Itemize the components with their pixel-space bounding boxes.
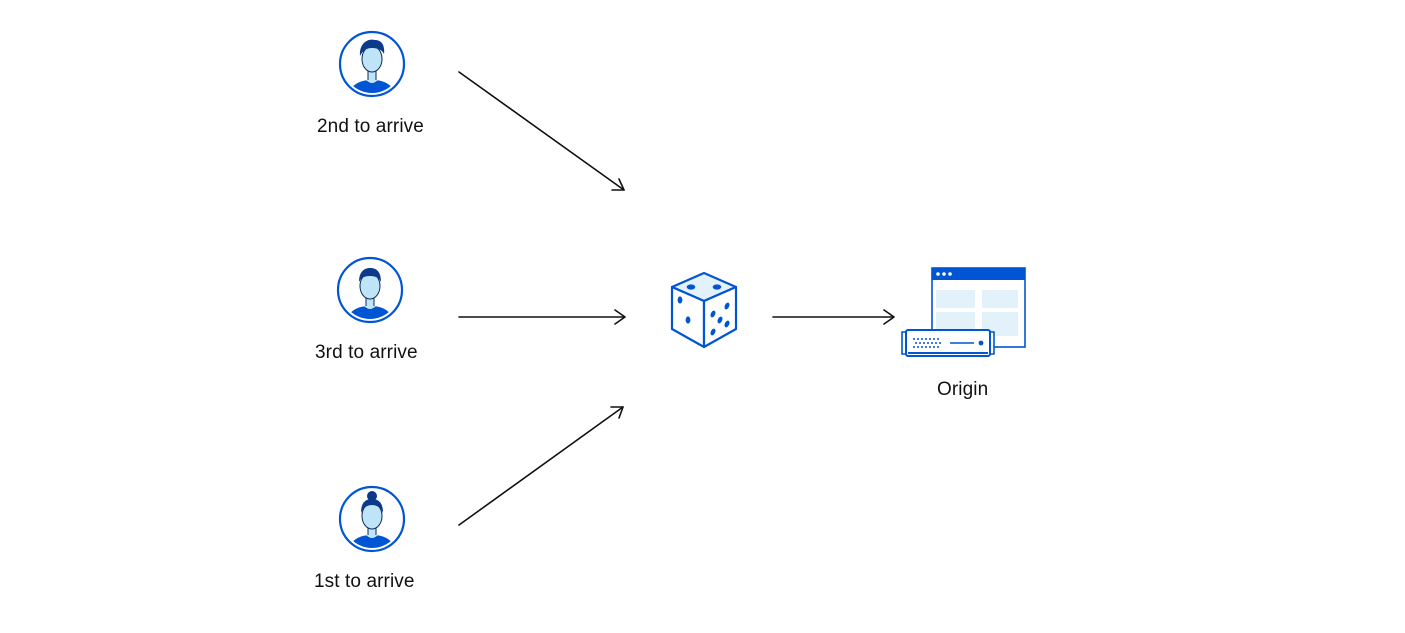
dice-icon [670, 271, 738, 349]
origin-node [898, 264, 1030, 364]
user-label-3rd: 3rd to arrive [315, 342, 418, 363]
arrow-user1-to-dice [458, 406, 624, 526]
arrow-user3-to-dice [458, 309, 626, 325]
server-unit-icon [901, 329, 995, 357]
user-label-2nd: 2nd to arrive [317, 116, 424, 137]
user-node-3rd [336, 256, 404, 324]
origin-label: Origin [937, 379, 989, 400]
dice-node [666, 270, 742, 352]
user-man-short-hair-icon [336, 256, 404, 324]
browser-window-icon [931, 267, 1026, 348]
user-man-quiff-icon [338, 30, 406, 98]
server-browser-icon [901, 267, 1026, 357]
arrow-user2-to-dice [458, 71, 625, 191]
user-node-2nd [338, 30, 406, 98]
user-node-1st [338, 485, 406, 553]
arrow-dice-to-origin [772, 309, 895, 325]
user-label-1st: 1st to arrive [314, 571, 415, 592]
user-woman-bun-icon [338, 485, 406, 553]
